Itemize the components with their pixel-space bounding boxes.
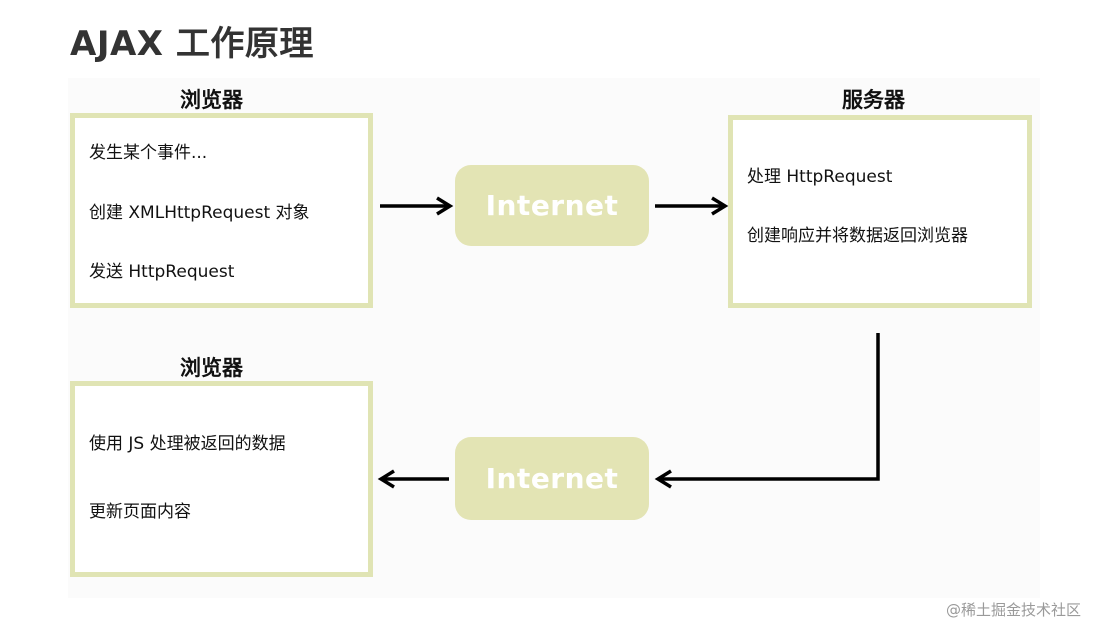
page-title: AJAX 工作原理 (70, 24, 314, 64)
internet-top-label: Internet (485, 189, 619, 222)
watermark: @稀土掘金技术社区 (945, 601, 1081, 619)
server-box: 处理 HttpRequest 创建响应并将数据返回浏览器 (728, 115, 1032, 308)
arrow-head-2 (711, 196, 729, 216)
internet-bottom-node: Internet (455, 437, 649, 520)
internet-top-node: Internet (455, 165, 649, 246)
browser-top-box: 发生某个事件... 创建 XMLHttpRequest 对象 发送 HttpRe… (70, 113, 373, 308)
browser-top-heading: 浏览器 (180, 88, 243, 112)
server-line-1: 处理 HttpRequest (747, 167, 893, 187)
browser-bottom-line-1: 使用 JS 处理被返回的数据 (89, 434, 286, 454)
browser-bottom-heading: 浏览器 (180, 356, 243, 380)
arrow-head-4 (377, 469, 395, 489)
arrow-head-1 (436, 196, 454, 216)
browser-top-line-2: 创建 XMLHttpRequest 对象 (89, 203, 310, 223)
internet-bottom-label: Internet (485, 462, 619, 495)
browser-top-line-3: 发送 HttpRequest (89, 262, 235, 282)
browser-bottom-box: 使用 JS 处理被返回的数据 更新页面内容 (70, 381, 373, 577)
arrow-head-3 (654, 469, 672, 489)
server-line-2: 创建响应并将数据返回浏览器 (747, 226, 968, 246)
arrow-server-to-internet (660, 333, 880, 481)
browser-bottom-line-2: 更新页面内容 (89, 502, 191, 522)
browser-top-line-1: 发生某个事件... (89, 143, 208, 163)
server-heading: 服务器 (842, 88, 905, 112)
